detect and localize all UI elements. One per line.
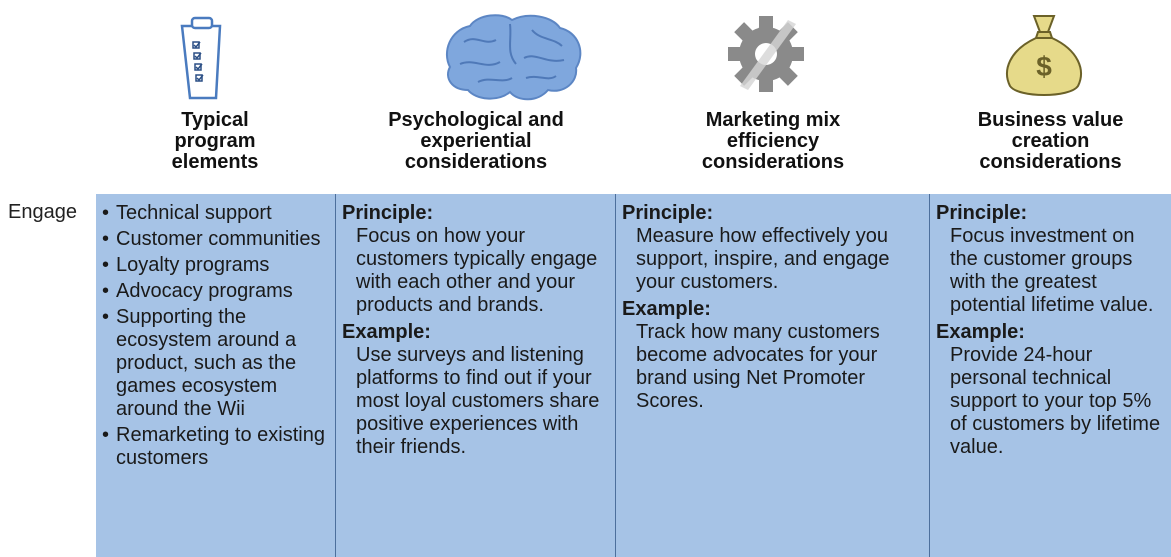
example-label: Example: [936,321,1025,343]
business-value-cell: Principle: Focus investment on the custo… [930,194,1171,557]
example-text: Track how many customers become advocate… [636,321,880,412]
principle-label: Principle: [342,202,434,224]
gear-icon [728,16,804,92]
column-divider [929,194,930,557]
list-item: Loyalty programs [102,254,336,277]
principle-text: Focus on how your customers typically en… [356,225,598,316]
list-item: Technical support [102,202,336,225]
brain-icon [445,14,582,101]
principle-text: Measure how effectively you support, ins… [636,225,890,293]
list-item: Remarketing to existing customers [102,424,336,470]
svg-text:$: $ [1036,51,1052,82]
list-item: Advocacy programs [102,280,336,303]
example-text: Provide 24-hour personal technical suppo… [950,344,1161,458]
example-text: Use surveys and listening platforms to f… [356,344,600,458]
row-label: Engage [8,201,77,223]
principle-label: Principle: [622,202,714,224]
list-item: Supporting the ecosystem around a produc… [102,306,336,421]
program-elements-cell: Technical support Customer communities L… [96,194,336,557]
principle-text: Focus investment on the customer groups … [950,225,1154,316]
example-label: Example: [342,321,431,343]
list-item: Customer communities [102,228,336,251]
marketing-mix-cell: Principle: Measure how effectively you s… [616,194,930,557]
principle-label: Principle: [936,202,1028,224]
checklist-clipboard-icon [180,16,222,100]
column-divider [335,194,336,557]
money-bag-icon: $ [1006,15,1082,96]
program-elements-list: Technical support Customer communities L… [96,194,336,470]
psychological-cell: Principle: Focus on how your customers t… [336,194,616,557]
column-divider [615,194,616,557]
example-label: Example: [622,298,711,320]
